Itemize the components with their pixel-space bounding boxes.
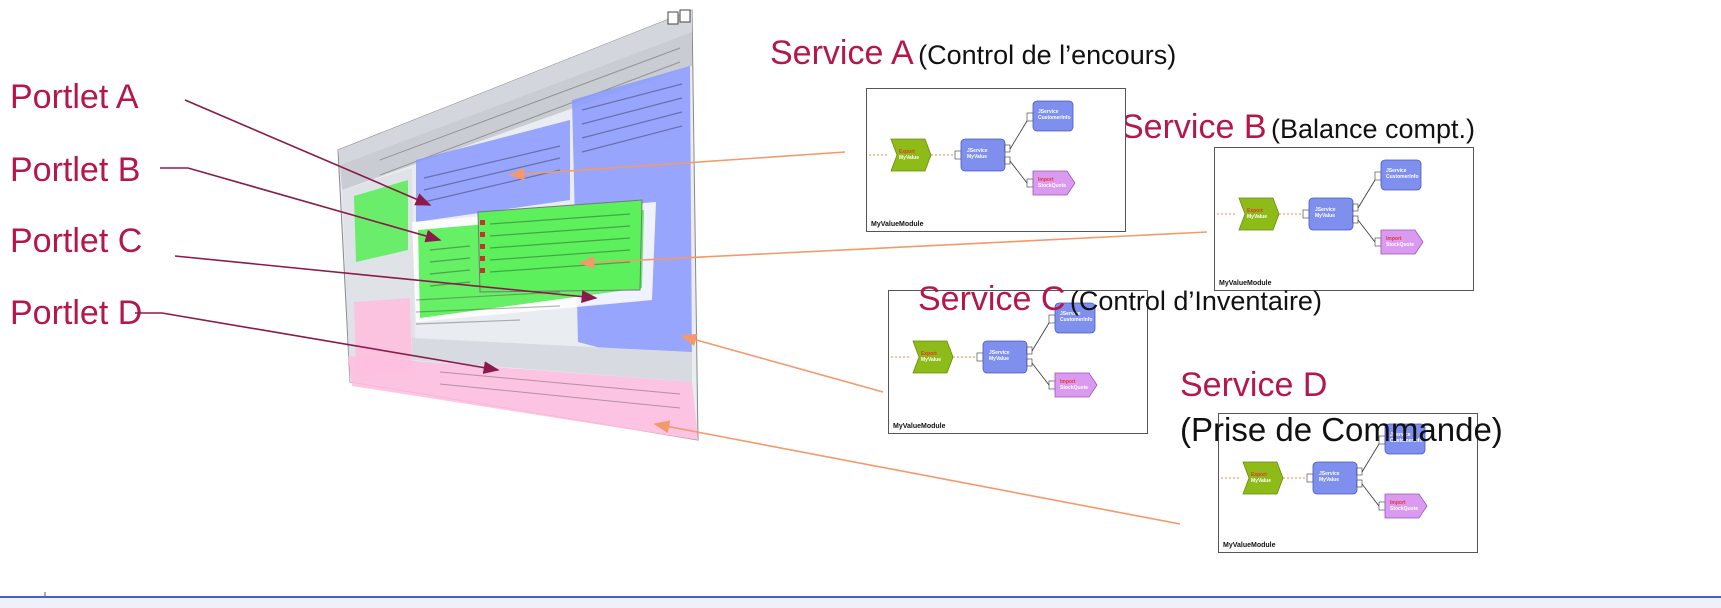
portlet-c-arrow (174, 255, 598, 303)
import-wire (1009, 160, 1028, 184)
import-wire (1361, 483, 1380, 507)
jservice-kind-label: JService (1319, 471, 1340, 477)
jservice-name-label: MyValue (1319, 477, 1339, 483)
service-a-subtitle: (Control de l’encours) (918, 40, 1177, 70)
service-c-subtitle: (Control d’Inventaire) (1069, 286, 1322, 316)
export-node (1238, 197, 1280, 231)
export-kind-label: Export (899, 149, 915, 155)
import-wire (1031, 362, 1050, 386)
service-d-subtitle: (Prise de Commande) (1180, 411, 1503, 448)
customer-name-label: CustomerInfo (1038, 115, 1071, 121)
customer-wire (1361, 443, 1380, 473)
customer-kind-label: JService (1060, 311, 1081, 317)
jservice-out-port-2 (1004, 156, 1011, 165)
module-name-label: MyValueModule (871, 221, 924, 228)
jservice-node (982, 340, 1028, 374)
service-b-arrow (578, 231, 1208, 269)
service-b-title: Service B (Balance compt.) (1121, 110, 1475, 144)
jservice-name-label: MyValue (989, 356, 1009, 362)
service-c-title: Service C (Control d’Inventaire) (918, 282, 1322, 316)
import-kind-label: Import (1390, 500, 1406, 506)
customer-kind-label: JService (1038, 109, 1059, 115)
export-name-label: MyValue (1247, 214, 1267, 220)
jservice-name-label: MyValue (967, 154, 987, 160)
customer-name-label: CustomerInfo (1060, 317, 1093, 323)
export-kind-label: Export (1247, 208, 1263, 214)
customer-node (1054, 302, 1096, 334)
export-node (1242, 461, 1284, 495)
module-name-label: MyValueModule (1219, 280, 1272, 287)
import-name-label: StockQuote (1390, 506, 1418, 512)
import-name-label: StockQuote (1386, 242, 1414, 248)
portlet-b-arrow (160, 167, 442, 243)
import-name-label: StockQuote (1060, 385, 1088, 391)
export-kind-label: Export (921, 351, 937, 357)
service-a-arrow (508, 151, 846, 181)
customer-node (1380, 159, 1422, 191)
export-node (890, 138, 932, 172)
jservice-node (1312, 461, 1358, 495)
jservice-kind-label: JService (989, 350, 1010, 356)
customer-node (1032, 100, 1074, 132)
import-node (1032, 170, 1076, 196)
customer-kind-label: JService (1390, 432, 1411, 438)
import-kind-label: Import (1386, 236, 1402, 242)
jservice-kind-label: JService (967, 148, 988, 154)
ide-screenshot-illustration (337, 9, 699, 441)
customer-kind-label: JService (1386, 168, 1407, 174)
portlet-d-arrow (135, 312, 500, 374)
service-c-name: Service C (918, 280, 1066, 318)
customer-wire (1031, 322, 1050, 352)
jservice-node (960, 138, 1006, 172)
service-a-title: Service A (Control de l’encours) (770, 36, 1176, 70)
module-diagram: ExportMyValueJServiceMyValueJServiceCust… (889, 302, 1098, 398)
jservice-kind-label: JService (1315, 207, 1336, 213)
portlet-c-label: Portlet C (10, 222, 143, 260)
portlet-b-label: Portlet B (10, 151, 141, 189)
export-kind-label: Export (1251, 472, 1267, 478)
jservice-out-port-2 (1352, 215, 1359, 224)
module-diagram: ExportMyValueJServiceMyValueJServiceCust… (867, 100, 1076, 196)
customer-name-label: CustomerInfo (1386, 174, 1419, 180)
export-node (912, 340, 954, 374)
module-diagram: ExportMyValueJServiceMyValueJServiceCust… (1219, 423, 1428, 519)
service-d-name: Service D (1180, 366, 1328, 404)
customer-wire (1357, 179, 1376, 209)
service-a-name: Service A (770, 34, 914, 72)
import-wire (1357, 219, 1376, 243)
import-node (1384, 493, 1428, 519)
service-b-name: Service B (1121, 108, 1267, 146)
import-name-label: StockQuote (1038, 183, 1066, 189)
export-name-label: MyValue (921, 357, 941, 363)
import-node (1054, 372, 1098, 398)
module-name-label: MyValueModule (1223, 542, 1276, 549)
export-name-label: MyValue (1251, 478, 1271, 484)
service-c-arrow (680, 333, 884, 393)
import-node (1380, 229, 1424, 255)
jservice-name-label: MyValue (1315, 213, 1335, 219)
module-name-label: MyValueModule (893, 423, 946, 430)
portlet-a-arrow (184, 99, 432, 206)
import-kind-label: Import (1060, 379, 1076, 385)
export-name-label: MyValue (899, 155, 919, 161)
service-b-subtitle: (Balance compt.) (1270, 114, 1476, 144)
customer-node (1384, 423, 1426, 455)
customer-name-label: CustomerInfo (1390, 438, 1423, 444)
jservice-node (1308, 197, 1354, 231)
customer-wire (1009, 120, 1028, 150)
jservice-out-port-2 (1026, 358, 1033, 367)
service-d-arrow (653, 420, 1181, 525)
portlet-d-label: Portlet D (10, 294, 143, 332)
footer-bar (0, 596, 1721, 608)
service-d-title: Service D (1180, 368, 1327, 402)
portlet-a-label: Portlet A (10, 78, 139, 116)
jservice-out-port-2 (1356, 479, 1363, 488)
module-diagram: ExportMyValueJServiceMyValueJServiceCust… (1215, 159, 1424, 255)
import-kind-label: Import (1038, 177, 1054, 183)
